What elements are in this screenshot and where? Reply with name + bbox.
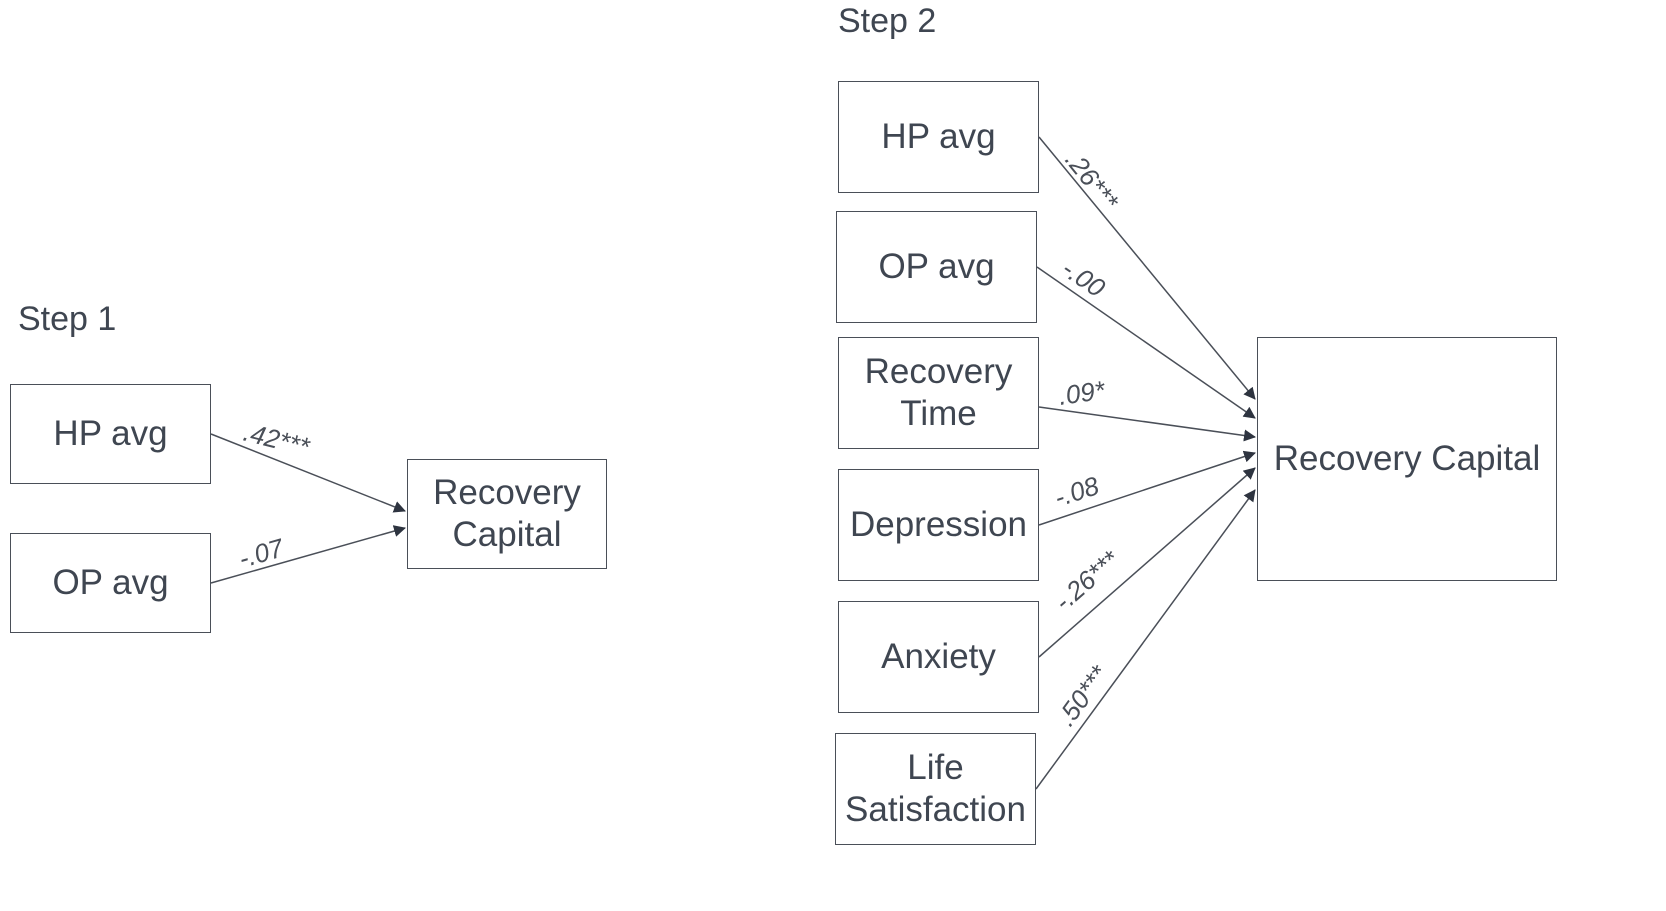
- step2-box-op-avg-label: OP avg: [878, 247, 995, 286]
- step2-arrow-recovery-time: [1038, 406, 1256, 442]
- step2-box-anxiety: Anxiety: [838, 601, 1039, 713]
- step2-outcome-label: Recovery Capital: [1273, 439, 1541, 478]
- step1-box-op-avg-label: OP avg: [52, 563, 169, 602]
- step2-box-recovery-time-label: Recovery Time: [864, 352, 1013, 433]
- step2-coef-op-avg: -.00: [1057, 253, 1111, 303]
- step2-box-hp-avg-label: HP avg: [881, 117, 996, 156]
- step1-box-hp-avg: HP avg: [10, 384, 211, 484]
- step1-coef-op-avg: -.07: [235, 532, 288, 574]
- step2-arrow-life-satisfaction: [1035, 489, 1256, 790]
- step2-arrow-op-avg: [1036, 266, 1256, 419]
- step1-box-recovery-capital: Recovery Capital: [407, 459, 607, 569]
- step2-arrow-anxiety: [1038, 467, 1256, 658]
- step2-coef-hp-avg: .26***: [1059, 145, 1125, 216]
- step2-box-hp-avg: HP avg: [838, 81, 1039, 193]
- step2-arrow-hp-avg: [1038, 136, 1256, 400]
- step2-box-anxiety-label: Anxiety: [881, 637, 996, 676]
- step2-box-life-satisfaction: Life Satisfaction: [835, 733, 1036, 845]
- step1-box-hp-avg-label: HP avg: [53, 414, 168, 453]
- step2-coef-recovery-time: .09*: [1057, 375, 1108, 411]
- step1-coef-hp-avg: .42***: [241, 417, 314, 462]
- step1-title: Step 1: [18, 300, 117, 338]
- step2-title: Step 2: [838, 2, 937, 40]
- step2-box-depression-label: Depression: [849, 505, 1028, 544]
- step2-box-life-satisfaction-label: Life Satisfaction: [845, 748, 1026, 829]
- step1-arrow-hp-avg: [210, 433, 406, 513]
- step2-box-op-avg: OP avg: [836, 211, 1037, 323]
- step2-box-recovery-capital: Recovery Capital: [1257, 337, 1557, 581]
- step1-box-op-avg: OP avg: [10, 533, 211, 633]
- step2-coef-anxiety: -.26***: [1048, 544, 1125, 617]
- step2-box-recovery-time: Recovery Time: [838, 337, 1039, 449]
- step1-arrow-op-avg: [210, 525, 406, 584]
- step2-arrow-depression: [1038, 450, 1256, 526]
- step1-outcome-label: Recovery Capital: [433, 473, 581, 554]
- step2-box-depression: Depression: [838, 469, 1039, 581]
